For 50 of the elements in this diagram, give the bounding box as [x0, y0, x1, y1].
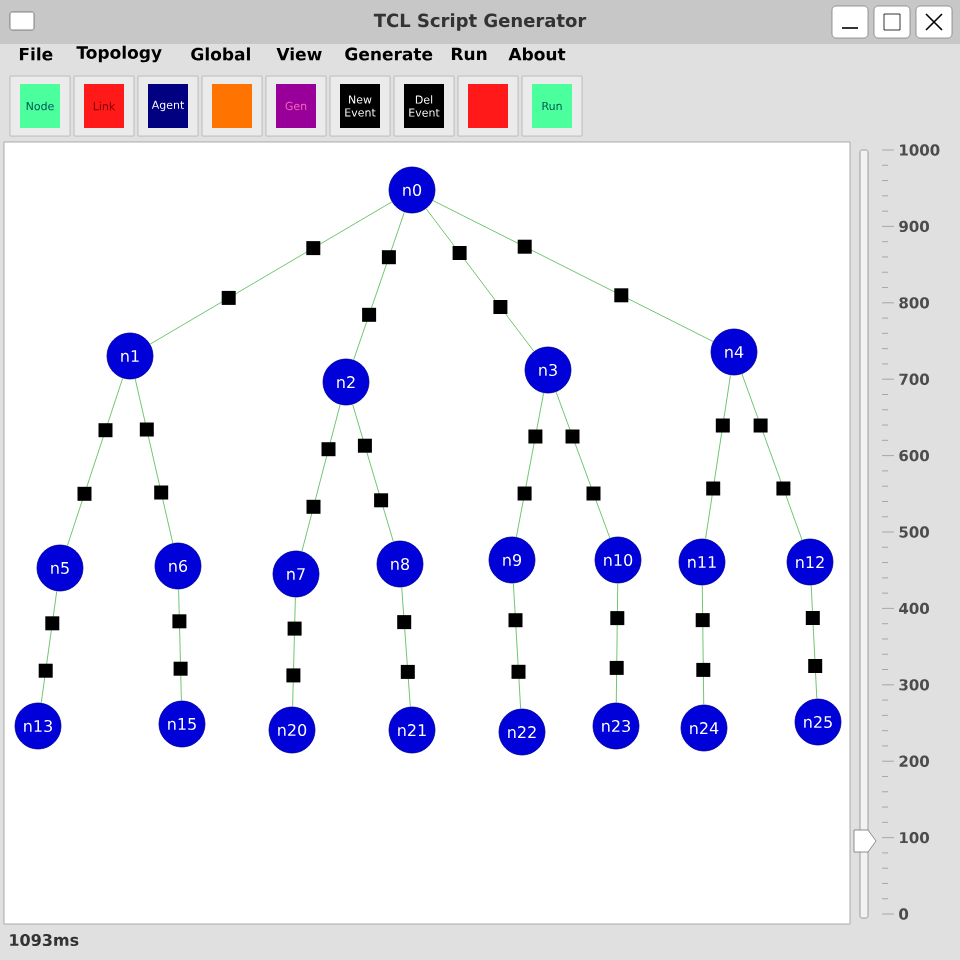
menu-item: Topology: [76, 45, 162, 63]
link-line: [178, 589, 182, 701]
network-node: n4: [710, 328, 758, 376]
link-line: [401, 586, 411, 708]
link-line: [512, 582, 522, 710]
link-line: [353, 211, 405, 361]
link-line: [741, 373, 803, 541]
link-line: [425, 208, 535, 352]
network-node: n21: [388, 706, 436, 754]
link-line: [352, 404, 394, 542]
menu-item: Run: [451, 47, 487, 61]
network-node: n23: [592, 702, 640, 750]
link-line: [40, 590, 58, 704]
network-node: n11: [678, 538, 726, 586]
network-node: n5: [36, 544, 84, 592]
menu-item: View: [276, 47, 322, 61]
network-node: n24: [680, 704, 728, 752]
link-line: [66, 377, 124, 547]
network-node: n15: [158, 700, 206, 748]
network-node: n3: [524, 346, 572, 394]
link-line: [701, 585, 705, 705]
network-node: n10: [594, 536, 642, 584]
link-line: [810, 585, 818, 700]
network-node: n8: [376, 540, 424, 588]
network-node: n1: [106, 332, 154, 380]
menu-item: Global: [191, 47, 250, 61]
network-node: n22: [498, 708, 546, 756]
link-line: [134, 378, 174, 544]
link-line: [555, 391, 611, 539]
network-node: n7: [272, 550, 320, 598]
network-node: n13: [14, 702, 62, 750]
link-line: [301, 404, 341, 552]
status-text: 1093ms: [10, 933, 79, 947]
link-line: [705, 374, 731, 540]
link-line: [432, 200, 714, 342]
network-node: n20: [268, 706, 316, 754]
link-line: [292, 597, 296, 707]
menu-item: Generate: [345, 47, 433, 61]
window-title: TCL Script Generator: [373, 13, 587, 31]
network-node: n25: [794, 698, 842, 746]
link-line: [615, 583, 619, 703]
network-node: n6: [154, 542, 202, 590]
network-node: n12: [786, 538, 834, 586]
network-node: n0: [388, 166, 436, 214]
menu-item: About: [508, 47, 566, 61]
link-line: [149, 201, 393, 345]
network-node: n2: [322, 358, 370, 406]
link-line: [515, 392, 545, 538]
menu-item: File: [19, 47, 53, 61]
network-node: n9: [488, 536, 536, 584]
